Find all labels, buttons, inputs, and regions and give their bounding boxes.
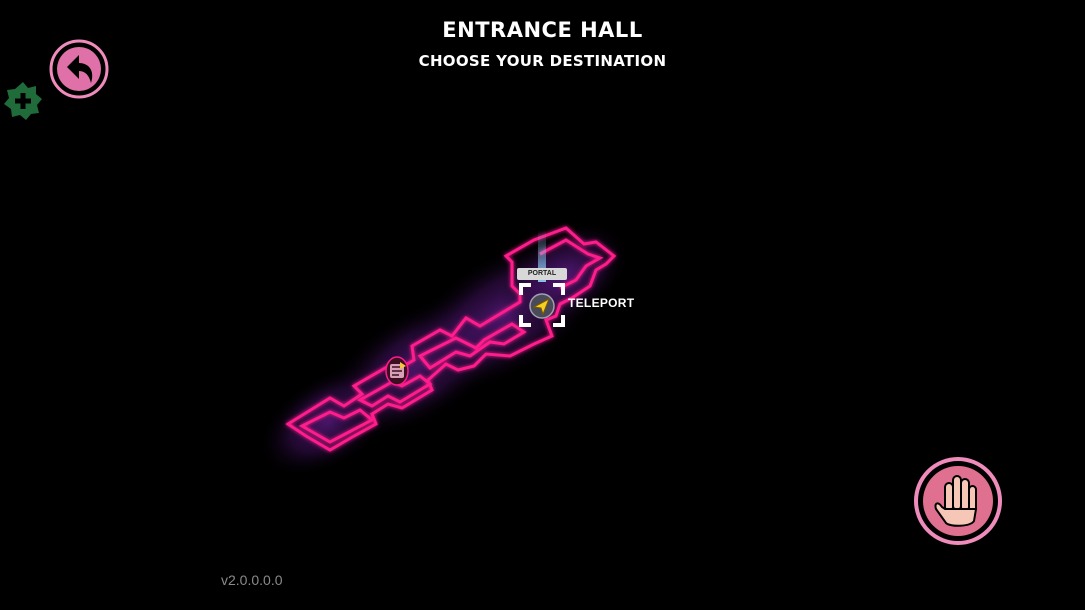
add-button[interactable] bbox=[3, 81, 43, 121]
back-arrow-icon bbox=[49, 39, 109, 99]
teleport-target-icon bbox=[519, 283, 565, 327]
plus-badge-icon bbox=[4, 82, 42, 120]
player-marker bbox=[383, 355, 411, 387]
teleport-marker[interactable] bbox=[519, 283, 565, 327]
player-icon bbox=[385, 356, 409, 386]
stop-button[interactable] bbox=[912, 455, 1004, 547]
version-label: v2.0.0.0.0 bbox=[221, 572, 283, 588]
hand-stop-icon bbox=[914, 457, 1002, 545]
page-subtitle: CHOOSE YOUR DESTINATION bbox=[418, 52, 667, 70]
portal-beam bbox=[538, 230, 546, 282]
teleport-label: TELEPORT bbox=[568, 296, 635, 310]
page-title: ENTRANCE HALL bbox=[442, 18, 643, 42]
map-corridors bbox=[285, 226, 617, 452]
back-button[interactable] bbox=[49, 39, 109, 99]
portal-tag: PORTAL bbox=[517, 268, 567, 280]
